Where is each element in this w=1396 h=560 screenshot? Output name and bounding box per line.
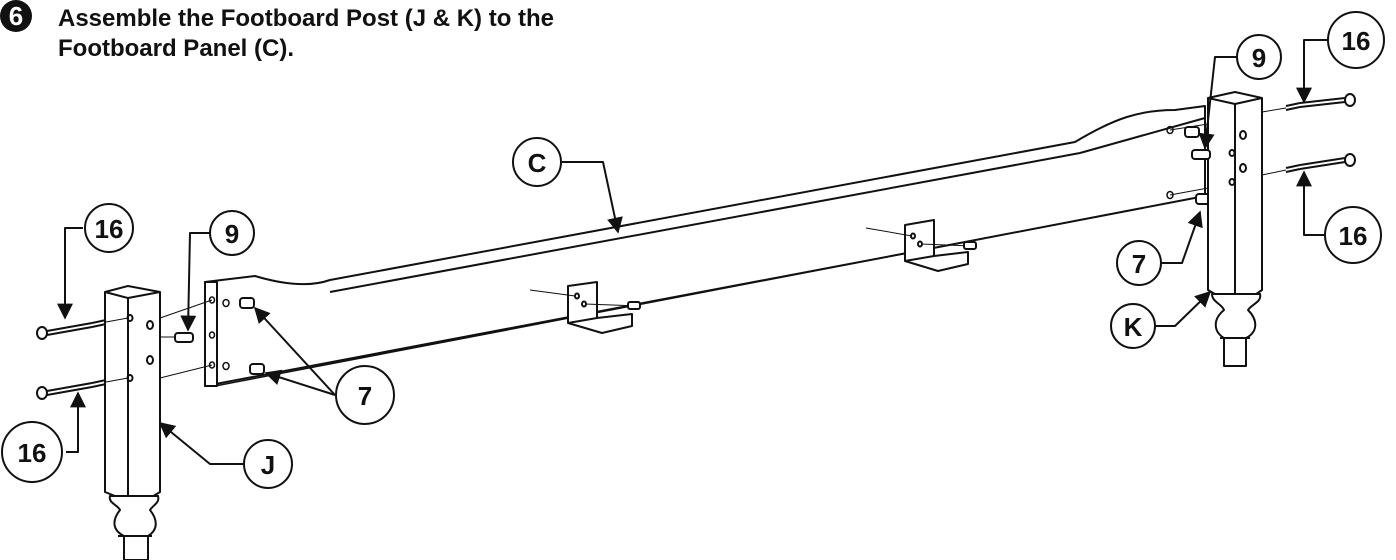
callout-16-right-top-label: 16: [1342, 26, 1371, 56]
bolt-left-bottom: [36, 377, 129, 400]
footboard-post-j: [104, 285, 161, 560]
step-title-line2: Footboard Panel (C).: [58, 35, 294, 62]
callout-7-left-label: 7: [358, 381, 372, 411]
footboard-panel-c: [204, 105, 1206, 387]
callout-16-left-top-label: 16: [95, 214, 124, 244]
callout-k-circle: [1110, 303, 1156, 349]
step-title: Assemble the Footboard Post (J & K) to t…: [58, 4, 554, 64]
callout-7-right-label: 7: [1132, 249, 1146, 279]
bracket-left: [529, 281, 641, 334]
callout-9-right-circle: [1236, 34, 1282, 80]
dowel-left: [160, 332, 194, 343]
step-badge: 6: [0, 0, 32, 32]
dowel-right: [1191, 149, 1211, 160]
step-title-line1: Assemble the Footboard Post (J & K) to t…: [58, 5, 555, 32]
callout-j-circle: [243, 439, 293, 489]
callout-j-label: J: [261, 450, 275, 480]
callout-16-left-bottom-label: 16: [18, 438, 47, 468]
bracket-right: [865, 219, 977, 272]
footboard-post-k: [1207, 91, 1263, 367]
bolt-left-top: [36, 317, 129, 340]
callout-9-left-label: 9: [225, 219, 239, 249]
bolt-right-bottom: [1261, 153, 1356, 176]
callout-7-left-circle: [335, 365, 395, 425]
callout-c-circle: [512, 137, 562, 187]
panel-holes: [208, 125, 1174, 371]
callout-16-left-bottom-circle: [1, 421, 63, 483]
callout-k-label: K: [1124, 312, 1143, 342]
assembly-lines: [159, 123, 1209, 379]
callout-16-right-bottom-label: 16: [1339, 221, 1368, 251]
callout-9-right-label: 9: [1252, 43, 1266, 73]
callout-9-left-circle: [209, 210, 255, 256]
callout-c-label: C: [528, 148, 547, 178]
callout-16-left-top-circle: [84, 203, 134, 253]
leader-lines: [57, 39, 1328, 465]
callout-16-right-top-circle: [1327, 11, 1385, 69]
callout-7-right-circle: [1116, 240, 1162, 286]
bolt-right-top: [1261, 93, 1356, 113]
cam-fitting-left: [239, 297, 265, 375]
callout-16-right-bottom-circle: [1324, 206, 1382, 264]
